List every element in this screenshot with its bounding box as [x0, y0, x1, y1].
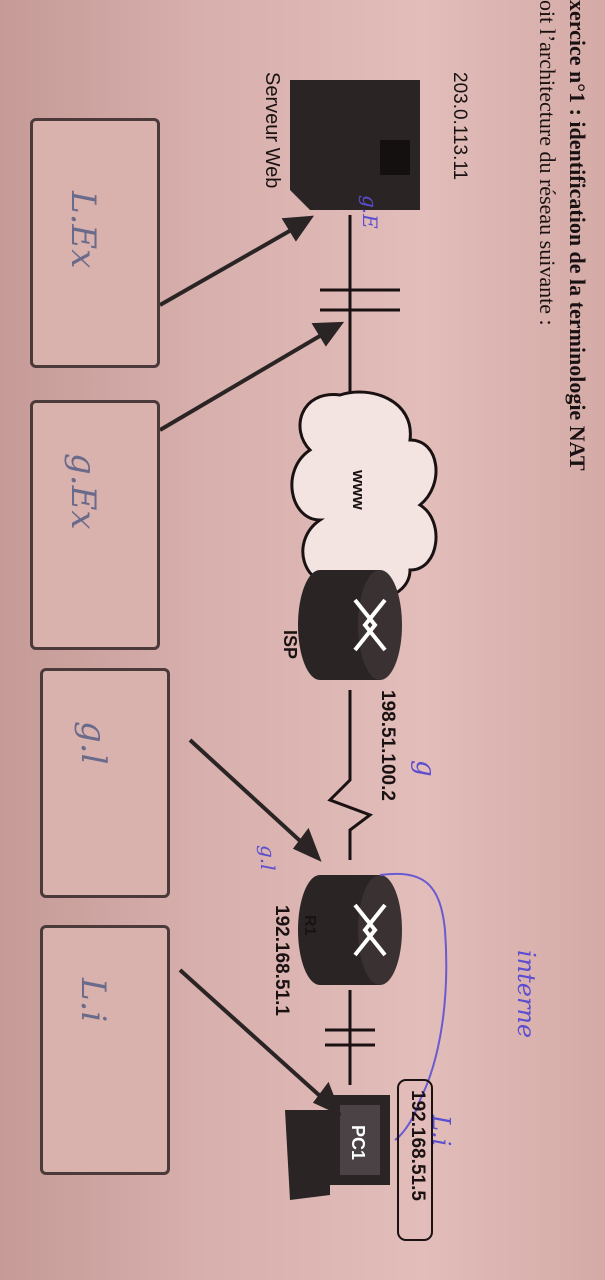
interne-handwritten-note: interne: [512, 950, 540, 1039]
pc1-computer-icon: [285, 1095, 390, 1200]
answer-box-4[interactable]: L.i: [40, 925, 170, 1175]
pc-handwritten-note: L.i: [427, 1115, 455, 1147]
serial-link: [327, 690, 374, 860]
isp-router-icon: [298, 570, 402, 680]
isp-handwritten-note: g: [410, 760, 440, 777]
pc1-ip: 192.168.51.5: [407, 1090, 428, 1201]
server-handwritten-note: g.E: [358, 195, 382, 229]
answer-text: g.l: [73, 721, 113, 765]
server-label: Serveur Web: [261, 72, 283, 189]
r1-label: R1: [301, 915, 318, 936]
interne-bracket: [379, 872, 448, 1141]
pc1-label: PC1: [348, 1125, 368, 1161]
cloud-label: www: [349, 470, 368, 510]
answer-box-3[interactable]: g.l: [40, 668, 170, 898]
answer-text: L.Ex: [63, 191, 103, 269]
server-ip: 203.0.113.11: [449, 72, 470, 181]
answer-box-1[interactable]: L.Ex: [30, 118, 160, 368]
answer-box-2[interactable]: g.Ex: [30, 400, 160, 650]
r1-ip: 192.168.51.1: [271, 905, 292, 1016]
web-server-icon: [290, 80, 420, 210]
isp-label: ISP: [280, 630, 300, 660]
r1-handwritten-note: g.l: [256, 845, 280, 871]
answer-text: L.i: [73, 978, 113, 1023]
answer-arrows: [158, 215, 345, 1116]
isp-ip: 198.51.100.2: [377, 690, 398, 801]
r1-router-icon: [298, 875, 402, 985]
answer-text: g.Ex: [63, 453, 103, 530]
